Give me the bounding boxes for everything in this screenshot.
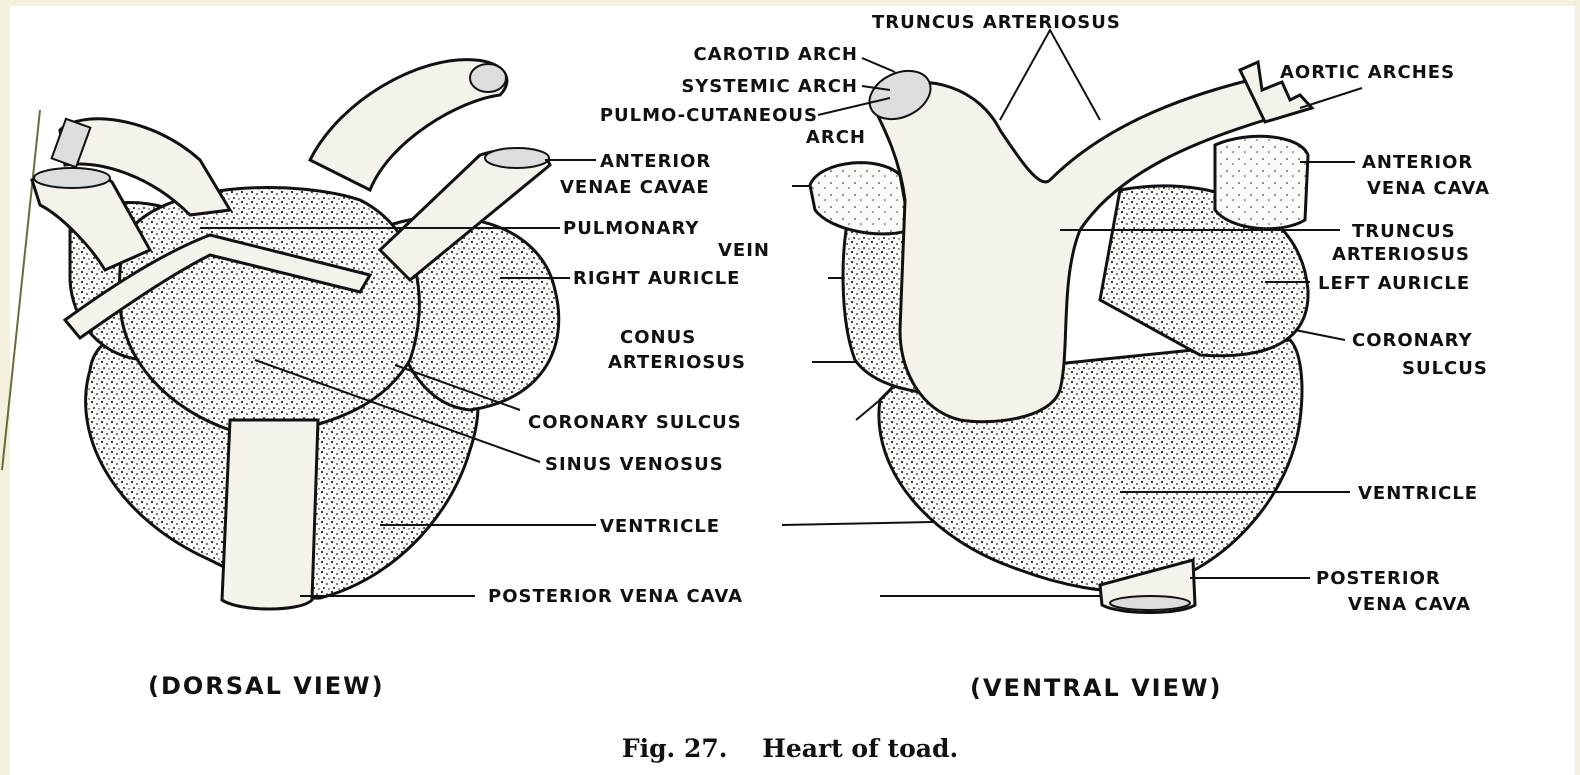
ventral-posterior-vena-cava-opening bbox=[1110, 596, 1190, 610]
label-posterior-vena-cava-1: POSTERIOR bbox=[1316, 568, 1441, 589]
dorsal-posterior-vena-cava-shape bbox=[222, 420, 318, 609]
label-ventricle-right: VENTRICLE bbox=[1358, 483, 1478, 504]
dorsal-right-vena-cava-opening bbox=[485, 148, 549, 168]
label-carotid-arch: CAROTID ARCH bbox=[693, 44, 858, 65]
label-coronary-sulcus-dorsal: CORONARY SULCUS bbox=[528, 412, 742, 433]
label-pulmo-cutaneous-2: ARCH bbox=[806, 127, 866, 148]
label-left-auricle: LEFT AURICLE bbox=[1318, 273, 1470, 294]
label-ventricle-center: VENTRICLE bbox=[600, 516, 720, 537]
label-systemic-arch: SYSTEMIC ARCH bbox=[681, 76, 858, 97]
label-posterior-vena-cava-2: VENA CAVA bbox=[1348, 594, 1471, 615]
label-pulmonary-vein-1: PULMONARY bbox=[563, 218, 699, 239]
label-truncus-arteriosus-1: TRUNCUS bbox=[1352, 221, 1456, 242]
label-coronary-sulcus-1: CORONARY bbox=[1352, 330, 1473, 351]
ventral-view-title: (VENTRAL VIEW) bbox=[970, 674, 1222, 702]
label-conus-arteriosus-1: CONUS bbox=[620, 327, 696, 348]
label-anterior-vena-cava-2: VENA CAVA bbox=[1367, 178, 1490, 199]
dorsal-left-vena-cava-opening bbox=[34, 168, 110, 188]
label-pulmo-cutaneous-1: PULMO-CUTANEOUS bbox=[600, 105, 818, 126]
label-truncus-arteriosus-2: ARTERIOSUS bbox=[1332, 244, 1470, 265]
label-sinus-venosus: SINUS VENOSUS bbox=[545, 454, 724, 475]
label-truncus-arteriosus-top: TRUNCUS ARTERIOSUS bbox=[872, 12, 1121, 33]
label-anterior-vena-cava-1: ANTERIOR bbox=[1362, 152, 1473, 173]
label-coronary-sulcus-2: SULCUS bbox=[1402, 358, 1488, 379]
label-anterior-venae-cavae-1: ANTERIOR bbox=[600, 151, 711, 172]
dorsal-view-title: (DORSAL VIEW) bbox=[148, 672, 385, 700]
label-anterior-venae-cavae-2: VENAE CAVAE bbox=[560, 177, 710, 198]
dorsal-aortic-arch-opening bbox=[470, 64, 506, 92]
dorsal-sinus-venosus-shape bbox=[119, 188, 419, 430]
label-posterior-vena-cava-center: POSTERIOR VENA CAVA bbox=[488, 586, 743, 607]
figure-caption: Fig. 27. Heart of toad. bbox=[622, 734, 958, 763]
label-right-auricle: RIGHT AURICLE bbox=[573, 268, 740, 289]
ventral-right-vena-cava-shape bbox=[1215, 136, 1308, 228]
label-aortic-arches: AORTIC ARCHES bbox=[1280, 62, 1455, 83]
label-conus-arteriosus-2: ARTERIOSUS bbox=[608, 352, 746, 373]
label-pulmonary-vein-2: VEIN bbox=[718, 240, 770, 261]
